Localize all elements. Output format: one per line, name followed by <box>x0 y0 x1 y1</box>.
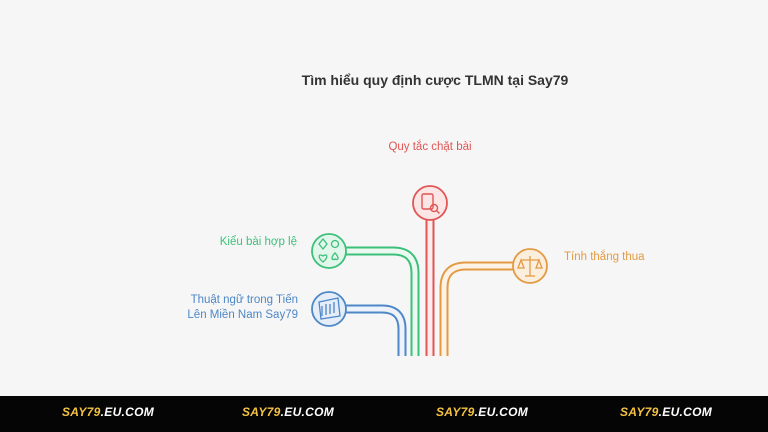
terms-label: Thuật ngữ trong Tiến Lên Miền Nam Say79 <box>150 293 298 323</box>
diagram-title: Tìm hiểu quy định cược TLMN tại Say79 <box>301 72 569 88</box>
diagram-graphic <box>311 185 548 356</box>
terms-connector <box>346 304 407 356</box>
rules-label: Quy tắc chặt bài <box>388 141 472 153</box>
terms-label-line1: Thuật ngữ trong Tiến <box>190 294 298 306</box>
hand-cards-icon <box>318 297 341 320</box>
card-search-icon <box>421 193 440 214</box>
rules-node <box>412 185 448 221</box>
balance-scale-icon <box>517 256 543 277</box>
footer-bar: SAY79.EU.COM SAY79.EU.COM SAY79.EU.COM S… <box>0 396 768 432</box>
winlose-connector <box>439 261 513 356</box>
brand-watermark: SAY79.EU.COM <box>620 405 713 419</box>
hands-label: Kiểu bài hợp lệ <box>219 236 297 248</box>
brand-watermark: SAY79.EU.COM <box>436 405 529 419</box>
card-suits-icon <box>318 237 340 263</box>
winlose-node <box>512 248 548 284</box>
winlose-label: Tính thắng thua <box>564 251 645 263</box>
terms-node <box>311 291 347 327</box>
diagram-stage: Tìm hiểu quy định cược TLMN tại Say79 <box>150 72 645 356</box>
terms-label-line2: Lên Miền Nam Say79 <box>187 309 298 321</box>
brand-watermark: SAY79.EU.COM <box>62 405 155 419</box>
hands-node <box>311 233 347 269</box>
brand-watermark: SAY79.EU.COM <box>242 405 335 419</box>
